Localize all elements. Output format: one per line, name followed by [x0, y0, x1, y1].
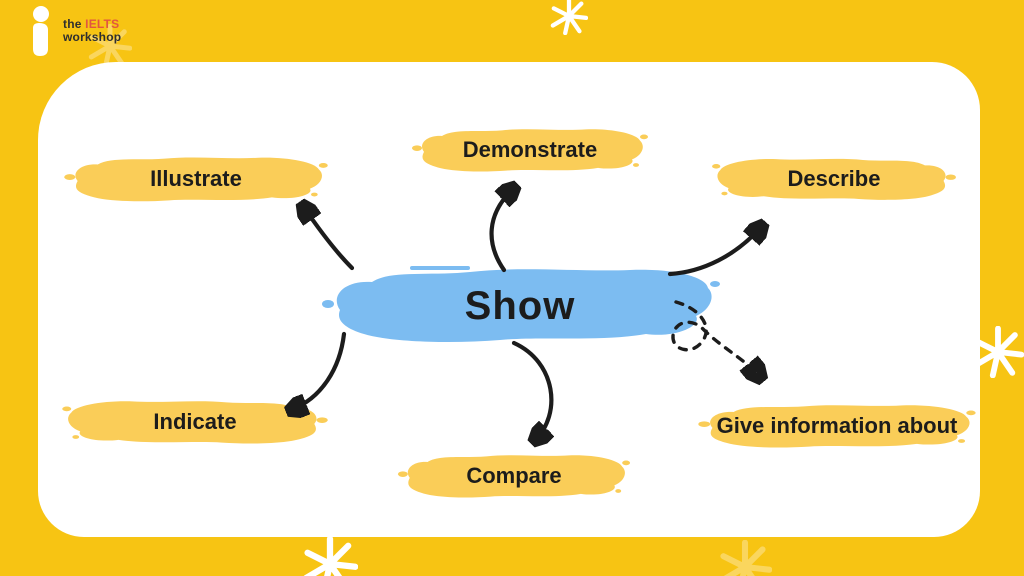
lowercase-i-logo-icon — [33, 6, 49, 56]
yellow-brush-stroke — [64, 157, 328, 202]
yellow-brush-stroke — [712, 158, 956, 200]
node-illustrate: Illustrate — [62, 148, 330, 210]
node-label: Demonstrate — [462, 137, 598, 162]
yellow-brush-stroke — [62, 401, 328, 444]
sparkle-icon — [718, 540, 772, 576]
logo-workshop: workshop — [63, 30, 122, 44]
node-label: Describe — [787, 166, 881, 191]
logo-text: the IELTS workshop — [63, 18, 121, 44]
node-compare: Compare — [396, 446, 632, 506]
node-label: Compare — [466, 463, 562, 488]
node-label: Give information about — [716, 413, 958, 438]
node-give-information-about: Give information about — [696, 396, 978, 456]
logo-the: the — [63, 17, 82, 31]
sparkle-icon — [550, 0, 588, 35]
yellow-brush-stroke — [397, 455, 631, 498]
node-indicate: Indicate — [60, 392, 330, 452]
node-show: Show — [320, 258, 720, 354]
logo-brand: IELTS — [85, 17, 120, 31]
sparkle-icon — [302, 536, 358, 576]
node-describe: Describe — [710, 150, 958, 208]
ielts-workshop-logo: the IELTS workshop — [26, 6, 121, 56]
node-label: Show — [464, 283, 576, 328]
node-demonstrate: Demonstrate — [410, 120, 650, 180]
yellow-brush-stroke — [698, 405, 976, 448]
sparkle-icon — [972, 326, 1024, 378]
yellow-brush-stroke — [412, 129, 648, 172]
sparkle-icon — [88, 24, 132, 68]
node-label: Illustrate — [150, 166, 242, 191]
node-label: Indicate — [153, 409, 237, 434]
